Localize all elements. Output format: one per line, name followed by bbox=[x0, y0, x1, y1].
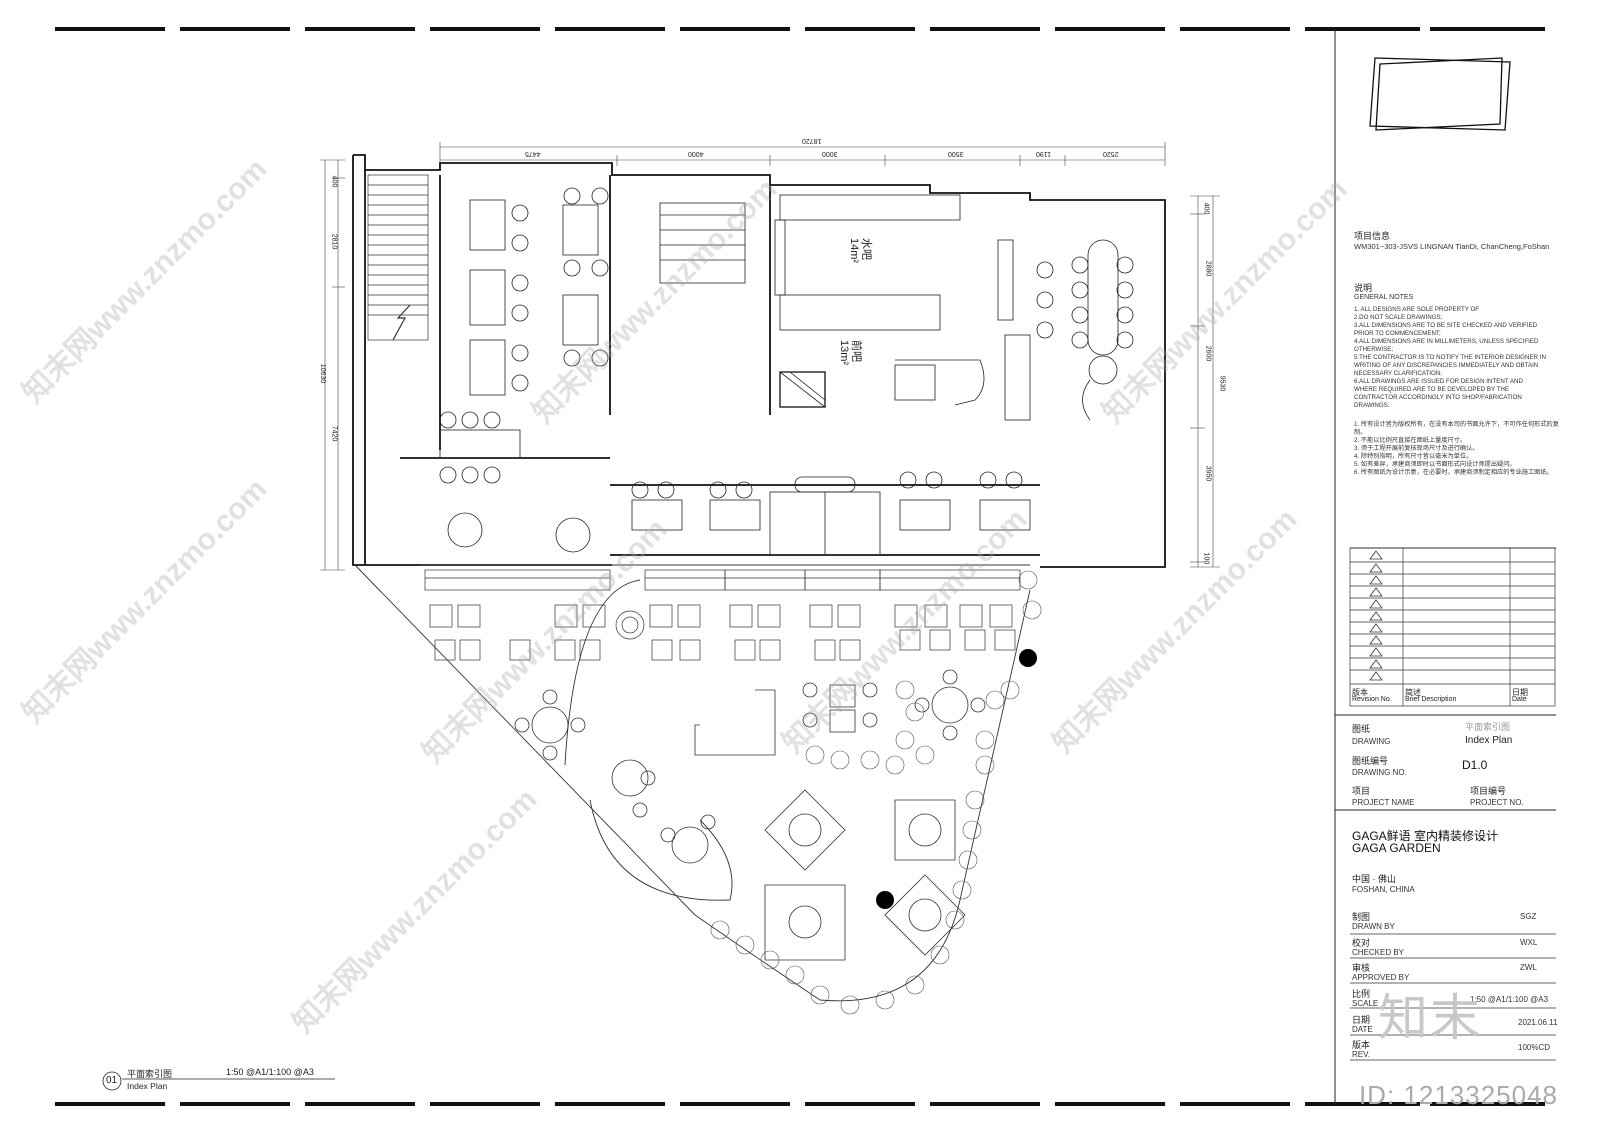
rev2-label-en: REV. bbox=[1352, 1050, 1370, 1059]
rev2-value: 100%CD bbox=[1518, 1043, 1551, 1052]
dim-top-3: 3000 bbox=[822, 150, 838, 157]
drawing-no-label-en: DRAWING NO. bbox=[1352, 768, 1407, 777]
scale-value: 1:50 @A1/1:100 @A3 bbox=[1470, 995, 1549, 1004]
location-en: FOSHAN, CHINA bbox=[1352, 885, 1415, 894]
notes-label-cn: 说明 bbox=[1354, 283, 1373, 293]
drawing-value-cn: 平面索引图 bbox=[1465, 722, 1511, 732]
rev2-label-cn: 版本 bbox=[1352, 1040, 1371, 1050]
dim-top-4: 3500 bbox=[948, 150, 964, 157]
long-communal-table bbox=[1082, 239, 1119, 421]
location-cn: 中国 · 佛山 bbox=[1352, 874, 1396, 884]
scale-label-cn: 比例 bbox=[1352, 989, 1371, 999]
drawn-by-label-en: DRAWN BY bbox=[1352, 922, 1395, 931]
date2-value: 2021.06.11 bbox=[1518, 1018, 1558, 1027]
rev-label-en: Revision No. bbox=[1352, 696, 1392, 703]
staircase bbox=[367, 174, 429, 341]
date-label-en: Date bbox=[1512, 696, 1527, 703]
checked-by-value: WXL bbox=[1520, 938, 1538, 947]
project-name-cn: GAGA鲜语 室内精装修设计 bbox=[1352, 829, 1499, 843]
kitchen-counters bbox=[659, 194, 1031, 421]
scale-label-en: SCALE bbox=[1352, 999, 1379, 1008]
terrace-outline bbox=[354, 564, 1031, 1002]
hall-tables bbox=[439, 187, 1134, 553]
dim-right-3: 2600 bbox=[1204, 345, 1212, 362]
dim-left-2: 2810 bbox=[330, 233, 338, 250]
room-label-front-bar: 前吧 13m² bbox=[838, 340, 862, 366]
date2-label-en: DATE bbox=[1352, 1025, 1373, 1034]
plan-title-en: Index Plan bbox=[127, 1081, 168, 1091]
checked-by-label-cn: 校对 bbox=[1352, 938, 1371, 948]
title-block-rules bbox=[1350, 933, 1556, 1061]
plan-title-cn: 平面索引图 bbox=[127, 1069, 173, 1079]
project-info-value: WM301~303-JSVS LINGNAN TianDi, ChanCheng… bbox=[1354, 242, 1550, 251]
watermark-logo: 知末 bbox=[1378, 990, 1482, 1046]
rev-label-cn: 版本 bbox=[1352, 688, 1368, 697]
floor-plan bbox=[320, 142, 1220, 1015]
dim-left-total: 10630 bbox=[319, 363, 327, 384]
approved-by-value: ZWL bbox=[1520, 963, 1537, 972]
dim-top-2: 4000 bbox=[688, 150, 704, 157]
window-booths bbox=[631, 476, 1031, 556]
desc-label-cn: 简述 bbox=[1405, 688, 1421, 697]
planters bbox=[710, 570, 1042, 1015]
dim-top-total: 18720 bbox=[802, 137, 822, 144]
drawn-by-value: SGZ bbox=[1520, 912, 1537, 921]
dim-right-1: 400 bbox=[1202, 202, 1210, 215]
checked-by-label-en: CHECKED BY bbox=[1352, 948, 1405, 957]
project-info-label: 项目信息 bbox=[1354, 231, 1391, 241]
drawing-no-value: D1.0 bbox=[1462, 758, 1488, 772]
dimension-lines bbox=[320, 142, 1220, 571]
general-notes-cn: 1. 所有设计皆为版权所有，在没有本司的书面允许下，不可作任何形式的复 制。 2… bbox=[1354, 421, 1559, 476]
date-label-cn: 日期 bbox=[1512, 688, 1528, 697]
image-id-tag: ID: 1213325048 bbox=[1358, 1080, 1558, 1110]
desc-label-en: Brief Description bbox=[1405, 696, 1457, 703]
plan-scale: 1:50 @A1/1:100 @A3 bbox=[226, 1067, 314, 1077]
sheet-border-bars bbox=[55, 27, 1545, 1106]
drawing-no-label-cn: 图纸编号 bbox=[1352, 756, 1389, 766]
drawing-label-en: DRAWING bbox=[1352, 737, 1391, 746]
umbrella-tables bbox=[764, 789, 966, 961]
project-no-label-cn: 项目编号 bbox=[1470, 786, 1507, 796]
drawing-label-cn: 图纸 bbox=[1352, 724, 1371, 734]
revision-table bbox=[1349, 547, 1556, 707]
dim-right-total: 9530 bbox=[1218, 375, 1226, 392]
general-notes-en: 1. ALL DESIGNS ARE SOLE PROPERTY OF 2.DO… bbox=[1354, 306, 1546, 409]
approved-by-label-en: APPROVED BY bbox=[1352, 973, 1410, 982]
project-no-label-en: PROJECT NO. bbox=[1470, 798, 1524, 807]
date2-label-cn: 日期 bbox=[1352, 1015, 1371, 1025]
project-name-en: GAGA GARDEN bbox=[1352, 841, 1441, 855]
dim-top-6: 2520 bbox=[1103, 150, 1119, 157]
terrace-two-tops bbox=[429, 604, 1016, 661]
dim-top-5: 1190 bbox=[1036, 150, 1052, 157]
dim-right-5: 100 bbox=[1202, 552, 1210, 565]
dim-left-3: 7420 bbox=[330, 425, 338, 442]
dim-top-1: 4475 bbox=[525, 150, 541, 157]
drawing-value-en: Index Plan bbox=[1465, 735, 1513, 746]
revision-triangles bbox=[1369, 550, 1383, 681]
terrace-round-tables bbox=[514, 669, 986, 864]
room-label-water-bar: 水吧 14m² bbox=[848, 238, 872, 264]
terrace-benches bbox=[424, 569, 1021, 591]
drawn-by-label-cn: 制图 bbox=[1352, 912, 1371, 922]
dim-left-1: 400 bbox=[330, 175, 338, 188]
dim-right-2: 2880 bbox=[1204, 260, 1212, 277]
plan-number: 01 bbox=[106, 1075, 118, 1086]
project-label-cn: 项目 bbox=[1352, 786, 1371, 796]
plan-title-marker bbox=[102, 1071, 335, 1091]
exterior-walls bbox=[352, 154, 1166, 568]
firm-logo bbox=[1369, 57, 1511, 131]
project-label-en: PROJECT NAME bbox=[1352, 798, 1415, 807]
notes-label-en: GENERAL NOTES bbox=[1354, 294, 1414, 301]
approved-by-label-cn: 审核 bbox=[1352, 963, 1371, 973]
dim-right-4: 3950 bbox=[1204, 465, 1212, 482]
